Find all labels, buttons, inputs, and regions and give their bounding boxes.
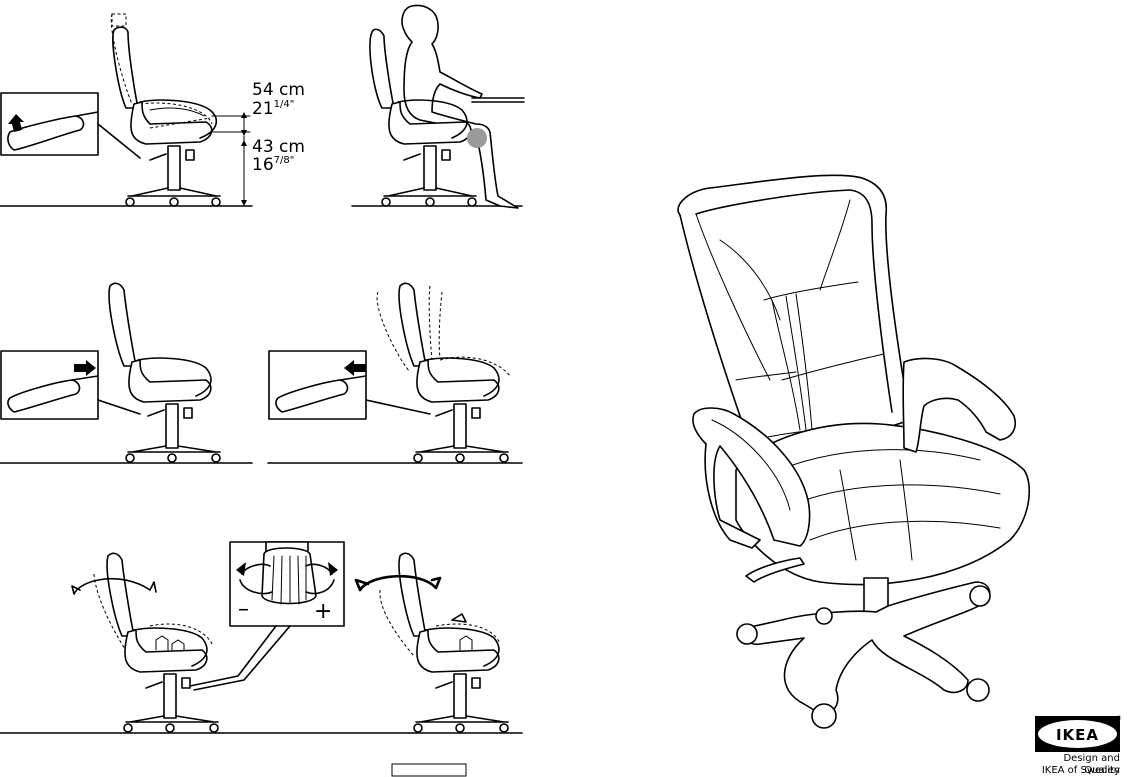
knee-dot-icon [467,128,487,148]
rotate-arrow-icon [72,579,156,594]
panel-tilt-release [268,283,522,463]
panel-tilt-lock [0,283,252,463]
rotate-arrow-icon [356,576,440,590]
ikea-logo-text: IKEA [1038,726,1117,744]
panel-tilt-tension: – + [0,542,522,733]
back-height-cm: 54 cm [252,80,305,100]
panel-sitting-posture [352,5,524,208]
panel-seat-height: 54 cm 211/4" 43 cm 167/8" [0,14,305,206]
tagline-line2: IKEA of Sweden [1030,765,1120,777]
panel-tilt-rocking [356,553,508,732]
seat-height-cm: 43 cm [252,137,305,157]
back-height-in: 211/4" [252,99,294,119]
minus-sign: – [238,597,249,622]
page-number-box [392,764,466,776]
registered-mark: ® [1116,715,1122,722]
seat-height-in: 167/8" [252,155,294,175]
plus-sign: + [314,599,332,624]
office-chair-illustration [678,175,1029,728]
